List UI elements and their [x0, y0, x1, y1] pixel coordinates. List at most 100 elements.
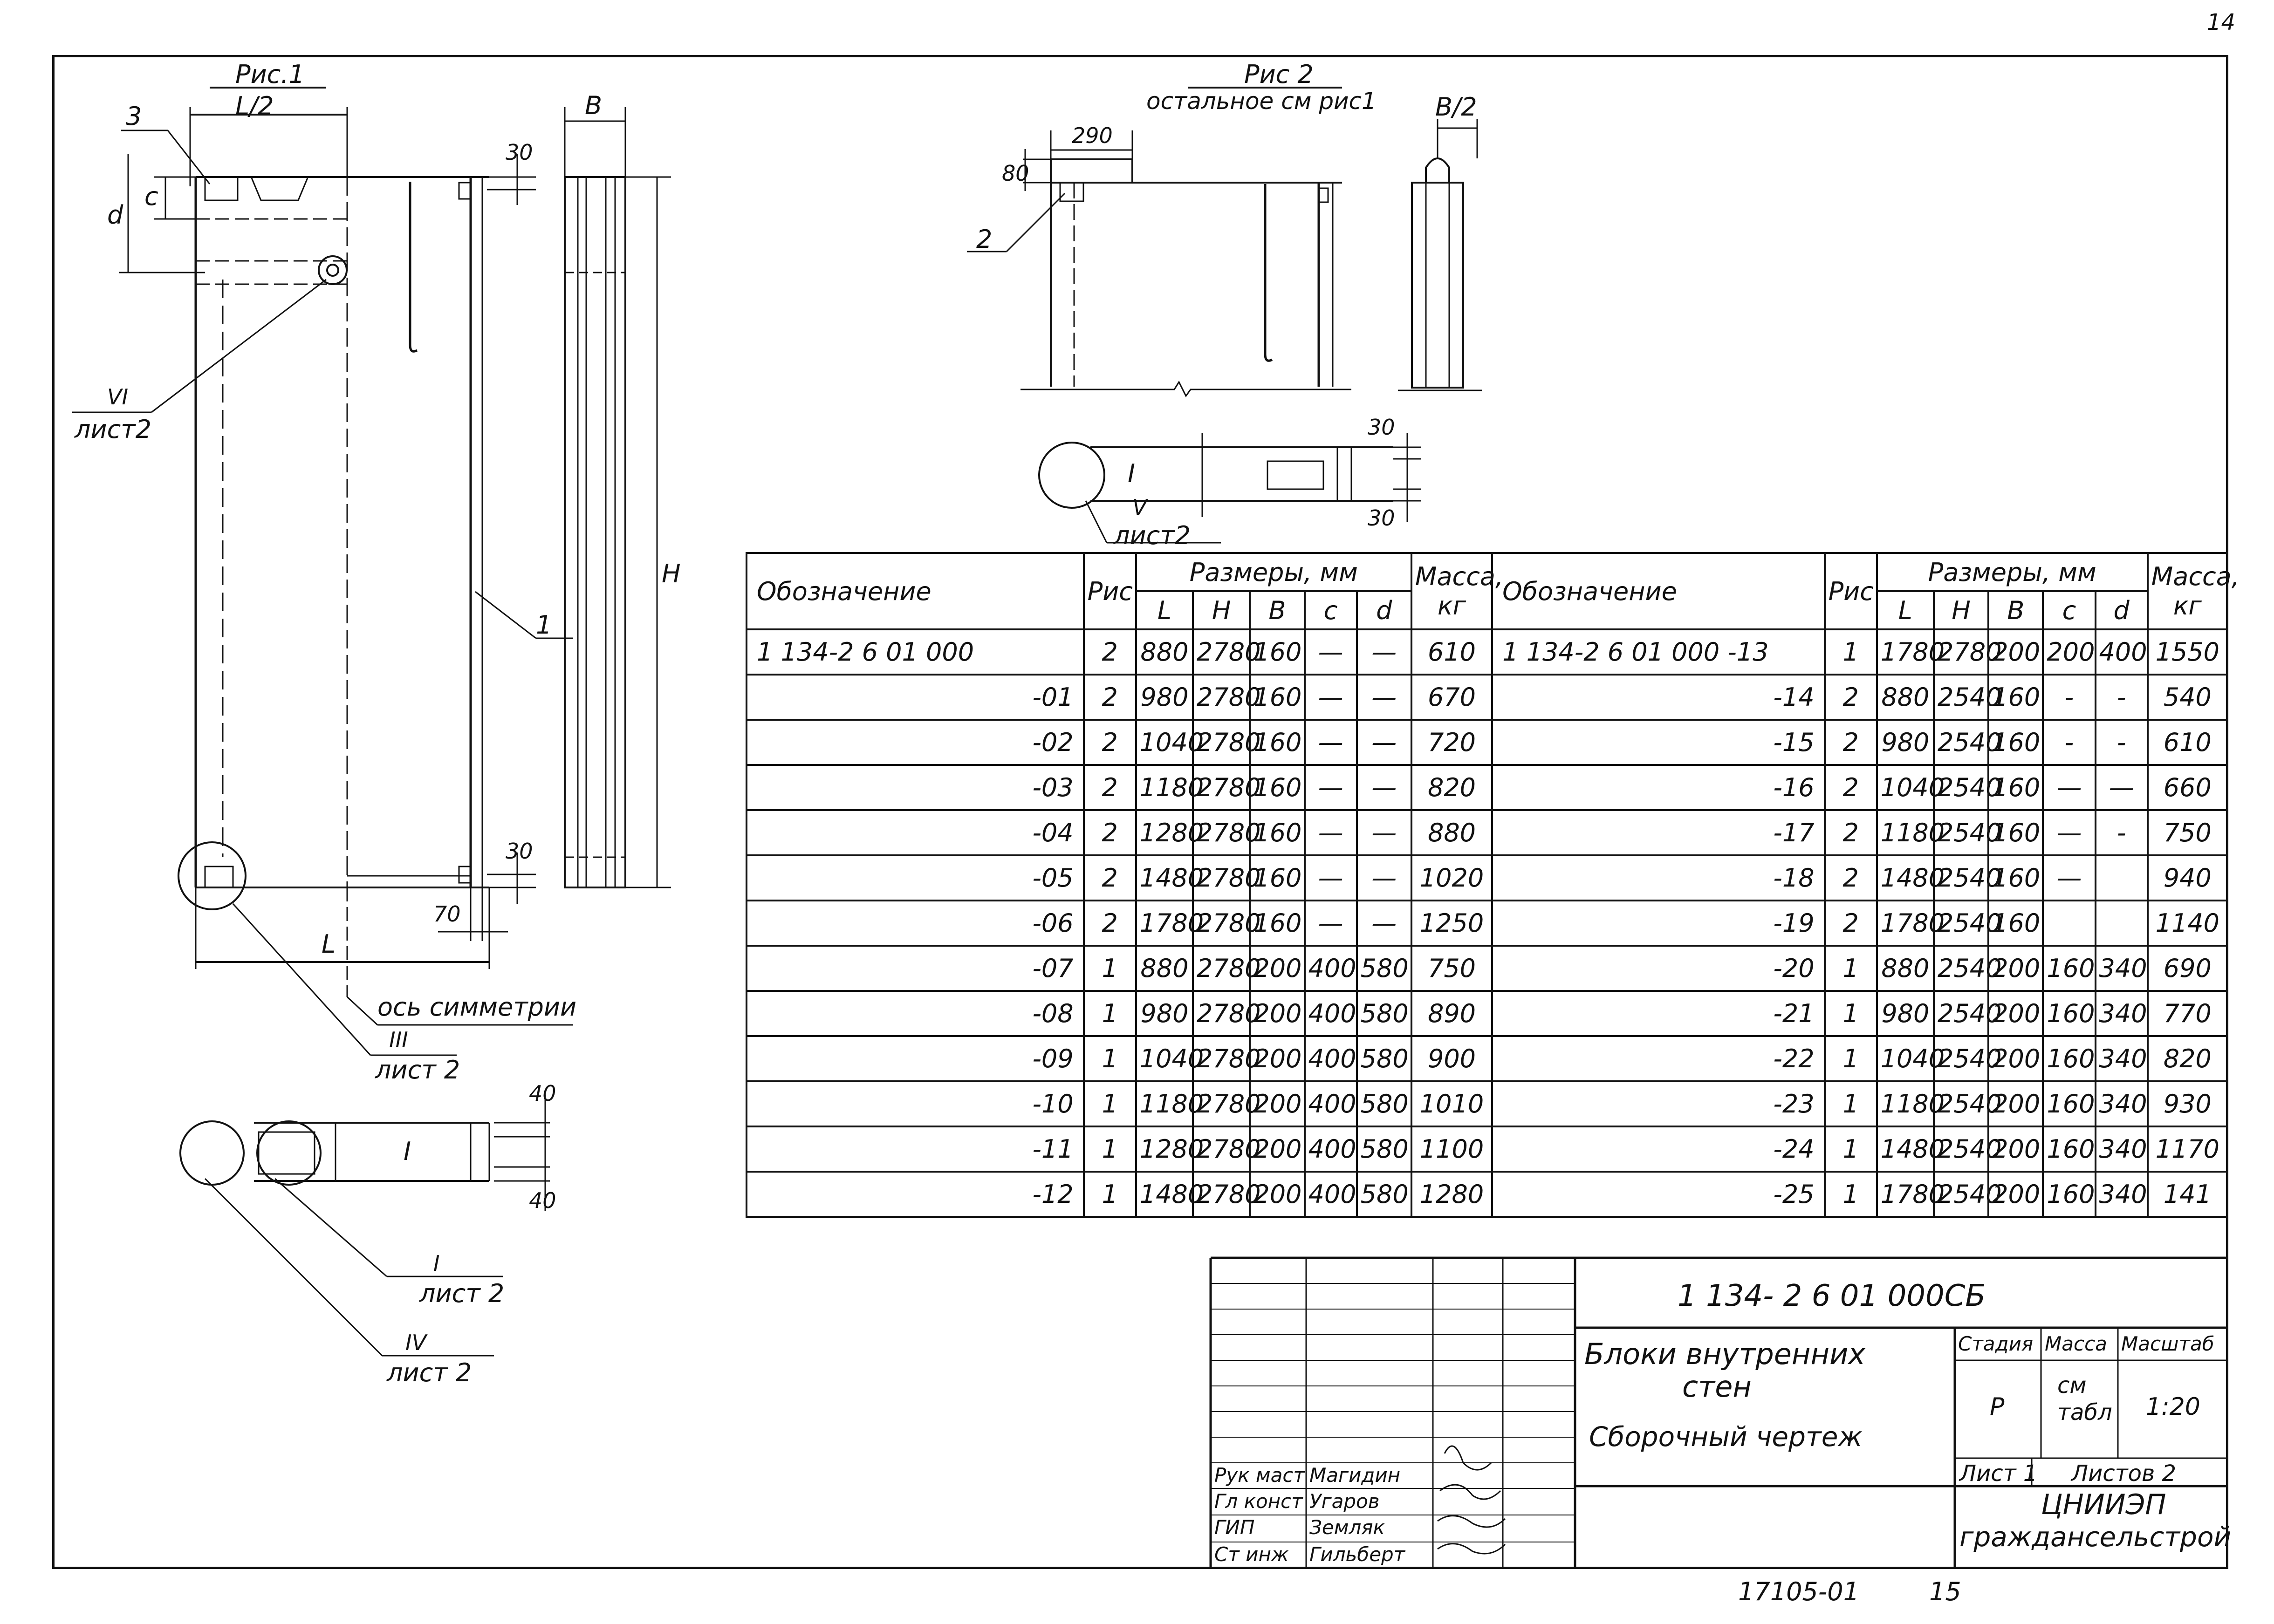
fig1-ref-i-sheet: лист 2 — [419, 1279, 505, 1308]
cell-B-right: 160 — [1987, 674, 2044, 721]
signer-role: Гл конст — [1214, 1490, 1303, 1513]
cell-mass-right: 930 — [2146, 1080, 2229, 1127]
cell-B-right: 160 — [1987, 854, 2044, 901]
cell-fig-left: 1 — [1082, 1035, 1137, 1082]
fig2-subtitle: остальное см рис1 — [1146, 88, 1377, 115]
cell-d-right: 340 — [2094, 1035, 2149, 1082]
cell-d-right: 340 — [2094, 1080, 2149, 1127]
col-mass-right: Масса,кг — [2146, 552, 2240, 630]
cell-mass-left: 720 — [1410, 719, 1493, 766]
cell-B-left: 160 — [1249, 809, 1306, 856]
cell-designation-right: -25 — [1491, 1171, 1826, 1218]
col-B-left: B — [1249, 590, 1306, 630]
cell-L-left: 1040 — [1135, 1035, 1204, 1082]
cell-fig-right: 1 — [1823, 1035, 1878, 1082]
cell-mass-left: 820 — [1410, 764, 1493, 811]
cell-designation-left: -05 — [746, 854, 1085, 901]
cell-H-right: 2540 — [1932, 809, 2001, 856]
cell-d-right: - — [2094, 674, 2149, 721]
cell-designation-left: 1 134-2 6 01 000 — [746, 628, 1085, 676]
cell-fig-right: 2 — [1823, 764, 1878, 811]
cell-L-right: 980 — [1876, 990, 1935, 1037]
cell-H-right: 2540 — [1932, 764, 2001, 811]
cell-L-left: 1280 — [1135, 809, 1204, 856]
cell-fig-left: 2 — [1082, 628, 1137, 676]
cell-d-left: — — [1356, 764, 1412, 811]
cell-H-left: 2780 — [1192, 1080, 1260, 1127]
cell-d-left: — — [1356, 854, 1412, 901]
fig1-section-dim-40-top: 40 — [529, 1081, 556, 1106]
cell-designation-right: -23 — [1491, 1080, 1826, 1127]
cell-mass-right: 540 — [2146, 674, 2229, 721]
cell-L-right: 1480 — [1876, 854, 1945, 901]
cell-designation-right: -18 — [1491, 854, 1826, 901]
cell-L-right: 880 — [1876, 674, 1935, 721]
cell-L-right: 1040 — [1876, 1035, 1945, 1082]
cell-H-left: 2780 — [1192, 809, 1260, 856]
cell-fig-left: 2 — [1082, 809, 1137, 856]
cell-B-right: 200 — [1987, 1171, 2044, 1218]
signer-name: Магидин — [1309, 1464, 1401, 1487]
cell-H-right: 2540 — [1932, 719, 2001, 766]
spec-table: Обозначение Рис Размеры, мм Масса,кг Обо… — [746, 552, 2240, 1218]
title-stage-label: Стадия — [1958, 1332, 2034, 1355]
cell-fig-right: 2 — [1823, 719, 1878, 766]
cell-mass-right: 750 — [2146, 809, 2229, 856]
col-fig-left: Рис — [1082, 552, 1137, 630]
cell-B-right: 200 — [1987, 945, 2044, 992]
col-c-right: c — [2042, 590, 2096, 630]
cell-H-left: 2780 — [1192, 900, 1260, 947]
cell-c-left: — — [1303, 809, 1358, 856]
cell-H-right: 2540 — [1932, 1080, 2001, 1127]
cell-c-left: 400 — [1303, 1126, 1358, 1173]
cell-fig-left: 2 — [1082, 764, 1137, 811]
cell-mass-right: 1140 — [2146, 900, 2229, 947]
cell-B-right: 200 — [1987, 1126, 2044, 1173]
cell-mass-right: 940 — [2146, 854, 2229, 901]
cell-designation-left: -10 — [746, 1080, 1085, 1127]
cell-H-right: 2540 — [1932, 1035, 2001, 1082]
cell-H-left: 2780 — [1192, 990, 1260, 1037]
cell-c-left: 400 — [1303, 1080, 1358, 1127]
cell-H-left: 2780 — [1192, 1035, 1260, 1082]
footer-sheet-ref: 15 — [1929, 1577, 1961, 1606]
cell-B-left: 200 — [1249, 945, 1306, 992]
cell-B-right: 200 — [1987, 990, 2044, 1037]
cell-designation-left: -01 — [746, 674, 1085, 721]
cell-B-right: 160 — [1987, 900, 2044, 947]
fig1-dim-width: B — [585, 91, 603, 120]
cell-L-right: 1180 — [1876, 809, 1945, 856]
fig1-dim-c: c — [144, 182, 158, 211]
cell-c-left: — — [1303, 628, 1358, 676]
cell-L-right: 1780 — [1876, 628, 1945, 676]
cell-c-left: 400 — [1303, 945, 1358, 992]
cell-c-right: 160 — [2042, 945, 2096, 992]
signer-name: Земляк — [1309, 1516, 1385, 1539]
cell-mass-right: 770 — [2146, 990, 2229, 1037]
cell-designation-right: -14 — [1491, 674, 1826, 721]
title-sheet-label: Лист 1 — [1959, 1460, 2038, 1487]
cell-H-right: 2540 — [1932, 945, 2001, 992]
fig1-section-mark: I — [404, 1137, 411, 1166]
cell-fig-left: 2 — [1082, 674, 1137, 721]
cell-B-left: 200 — [1249, 990, 1306, 1037]
cell-c-right: — — [2042, 809, 2096, 856]
cell-designation-left: -09 — [746, 1035, 1085, 1082]
cell-d-right: 340 — [2094, 945, 2149, 992]
cell-B-right: 200 — [1987, 628, 2044, 676]
cell-B-left: 160 — [1249, 628, 1306, 676]
fig2-title: Рис 2 — [1244, 60, 1314, 89]
cell-mass-right: 141 — [2146, 1171, 2229, 1218]
title-org-line1: ЦНИИЭП — [2041, 1488, 2166, 1521]
cell-mass-left: 610 — [1410, 628, 1493, 676]
col-mass-left: Масса,кг — [1410, 552, 1503, 630]
cell-fig-left: 2 — [1082, 854, 1137, 901]
cell-L-left: 1180 — [1135, 764, 1204, 811]
cell-H-left: 2780 — [1192, 764, 1260, 811]
col-d-right: d — [2094, 590, 2149, 630]
